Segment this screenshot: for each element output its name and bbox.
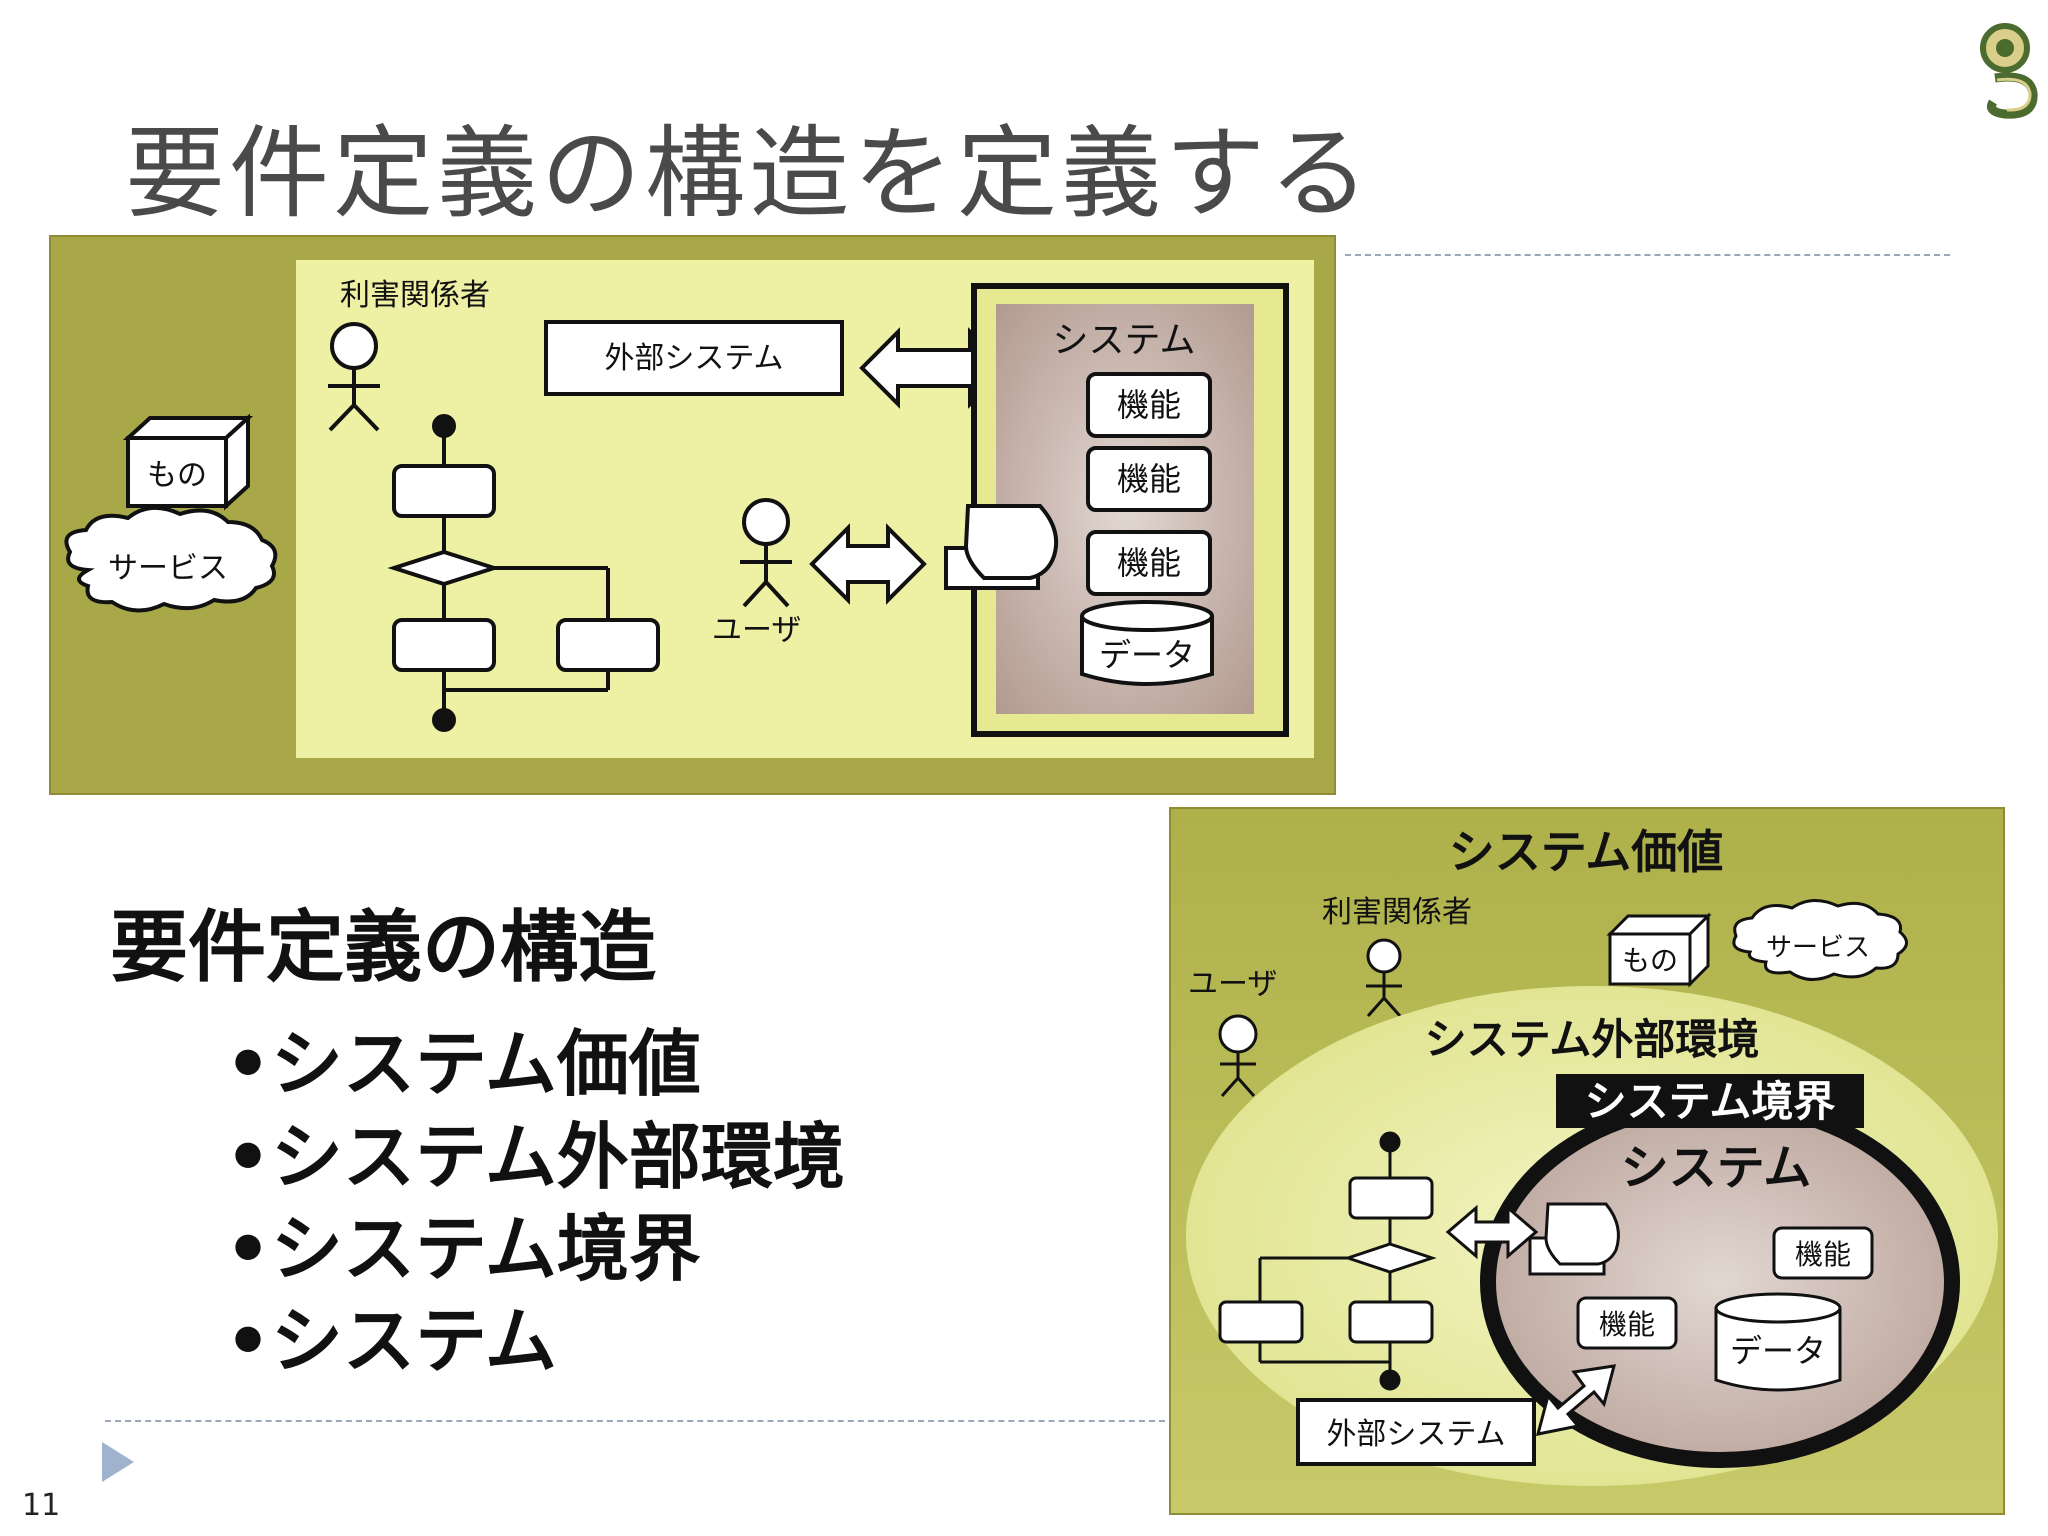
structure-item-external-environment: •システム外部環境	[225, 1115, 845, 1199]
user-figure-icon	[740, 498, 792, 608]
function-box: 機能	[1086, 530, 1212, 596]
structure-item-system: •システム	[225, 1299, 557, 1383]
page-number: 11	[22, 1488, 61, 1523]
activity-flowchart	[387, 414, 660, 732]
function-label: 機能	[1117, 460, 1181, 498]
user-arrow-icon	[809, 523, 927, 605]
function-box-2: 機能	[1772, 1226, 1874, 1280]
stakeholder-figure-icon	[328, 322, 380, 432]
divider-top	[1345, 254, 1950, 256]
user-interface-icon-2	[1528, 1202, 1620, 1276]
activity-flowchart-2	[1218, 1131, 1437, 1391]
function-box-2: 機能	[1576, 1296, 1678, 1350]
structure-item-system-boundary: •システム境界	[225, 1207, 701, 1291]
user-label: ユーザ	[712, 613, 801, 648]
data-cylinder-icon-2	[1714, 1292, 1842, 1392]
structure-item-system-value: •システム価値	[225, 1022, 701, 1106]
user-interface-icon	[944, 504, 1059, 590]
data-cylinder-icon	[1080, 600, 1214, 686]
function-label: 機能	[1795, 1238, 1851, 1271]
external-environment-label: システム外部環境	[1425, 1015, 1760, 1064]
next-slide-arrow-icon[interactable]	[100, 1440, 136, 1484]
user-figure-icon-2	[1218, 1014, 1258, 1097]
ui-arrow-icon-2	[1445, 1204, 1539, 1260]
system-value-label: システム価値	[1449, 825, 1724, 879]
logo-icon	[1980, 23, 2038, 119]
data-label: データ	[1099, 636, 1195, 674]
slide-title: 要件定義の構造を定義する	[125, 115, 1373, 232]
function-label: 機能	[1117, 544, 1181, 582]
thing-label-2: もの	[1622, 944, 1678, 977]
system-label-2: システム	[1621, 1140, 1812, 1196]
data-label-2: データ	[1730, 1332, 1826, 1370]
divider-bottom	[105, 1420, 1165, 1422]
service-label: サービス	[108, 551, 228, 586]
thing-cube-icon	[122, 413, 254, 511]
stakeholder-figure-icon-2	[1366, 938, 1402, 1017]
external-system-box-2	[1296, 1398, 1536, 1466]
structure-heading: 要件定義の構造	[110, 903, 657, 993]
service-cloud-icon	[64, 506, 278, 613]
external-system-label-2: 外部システム	[1326, 1417, 1505, 1452]
user-label-2: ユーザ	[1188, 967, 1277, 1002]
service-label-2: サービス	[1766, 933, 1870, 963]
function-box: 機能	[1086, 446, 1212, 512]
system-label: システム	[1053, 320, 1196, 361]
function-box: 機能	[1086, 372, 1212, 438]
stakeholder-label: 利害関係者	[340, 278, 490, 313]
external-system-box	[544, 320, 844, 396]
service-cloud-icon-2	[1732, 899, 1908, 981]
stakeholder-label-2: 利害関係者	[1322, 895, 1472, 930]
function-label: 機能	[1599, 1308, 1655, 1341]
system-boundary-label: システム境界	[1585, 1077, 1836, 1126]
thing-label: もの	[147, 458, 207, 493]
external-system-label: 外部システム	[604, 341, 783, 376]
external-system-arrow-icon-2	[1535, 1364, 1617, 1436]
function-label: 機能	[1117, 386, 1181, 424]
system-boundary-tag	[1556, 1074, 1864, 1128]
thing-cube-icon-2	[1606, 912, 1712, 988]
